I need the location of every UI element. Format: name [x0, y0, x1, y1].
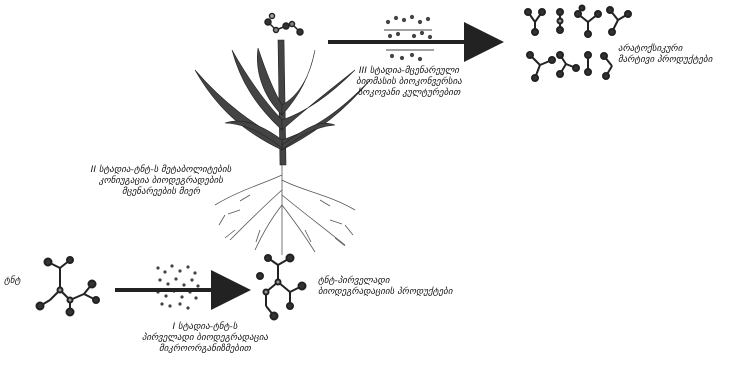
fungal-culture-cluster: [384, 15, 434, 60]
plant-top-molecules: [265, 14, 303, 36]
stage1-label: I სტადია-ტნტ-ს პირველადი ბიოდეგრადაცია მ…: [130, 322, 280, 355]
primary-product-molecule: [257, 255, 306, 320]
microorganism-cluster: [156, 264, 199, 309]
tnt-molecule: [37, 257, 100, 316]
plant: [195, 40, 370, 165]
final-products-label: არატოქსიკური მარტივი პროდუქტები: [618, 44, 712, 66]
tnt-label: ტნტ: [4, 276, 20, 287]
stage2-label: II სტადია-ტნტ-ს მეტაბოლიტების კონიუგაცია…: [82, 165, 240, 198]
final-product-molecules: [525, 6, 631, 82]
primary-products-label: ტნტ-პირველადი ბიოდეგრადაციის პროდუქტები: [318, 276, 453, 298]
stage3-label: III სტადია-მცენარეული ბიომასის ბიოკონვერ…: [340, 66, 478, 99]
